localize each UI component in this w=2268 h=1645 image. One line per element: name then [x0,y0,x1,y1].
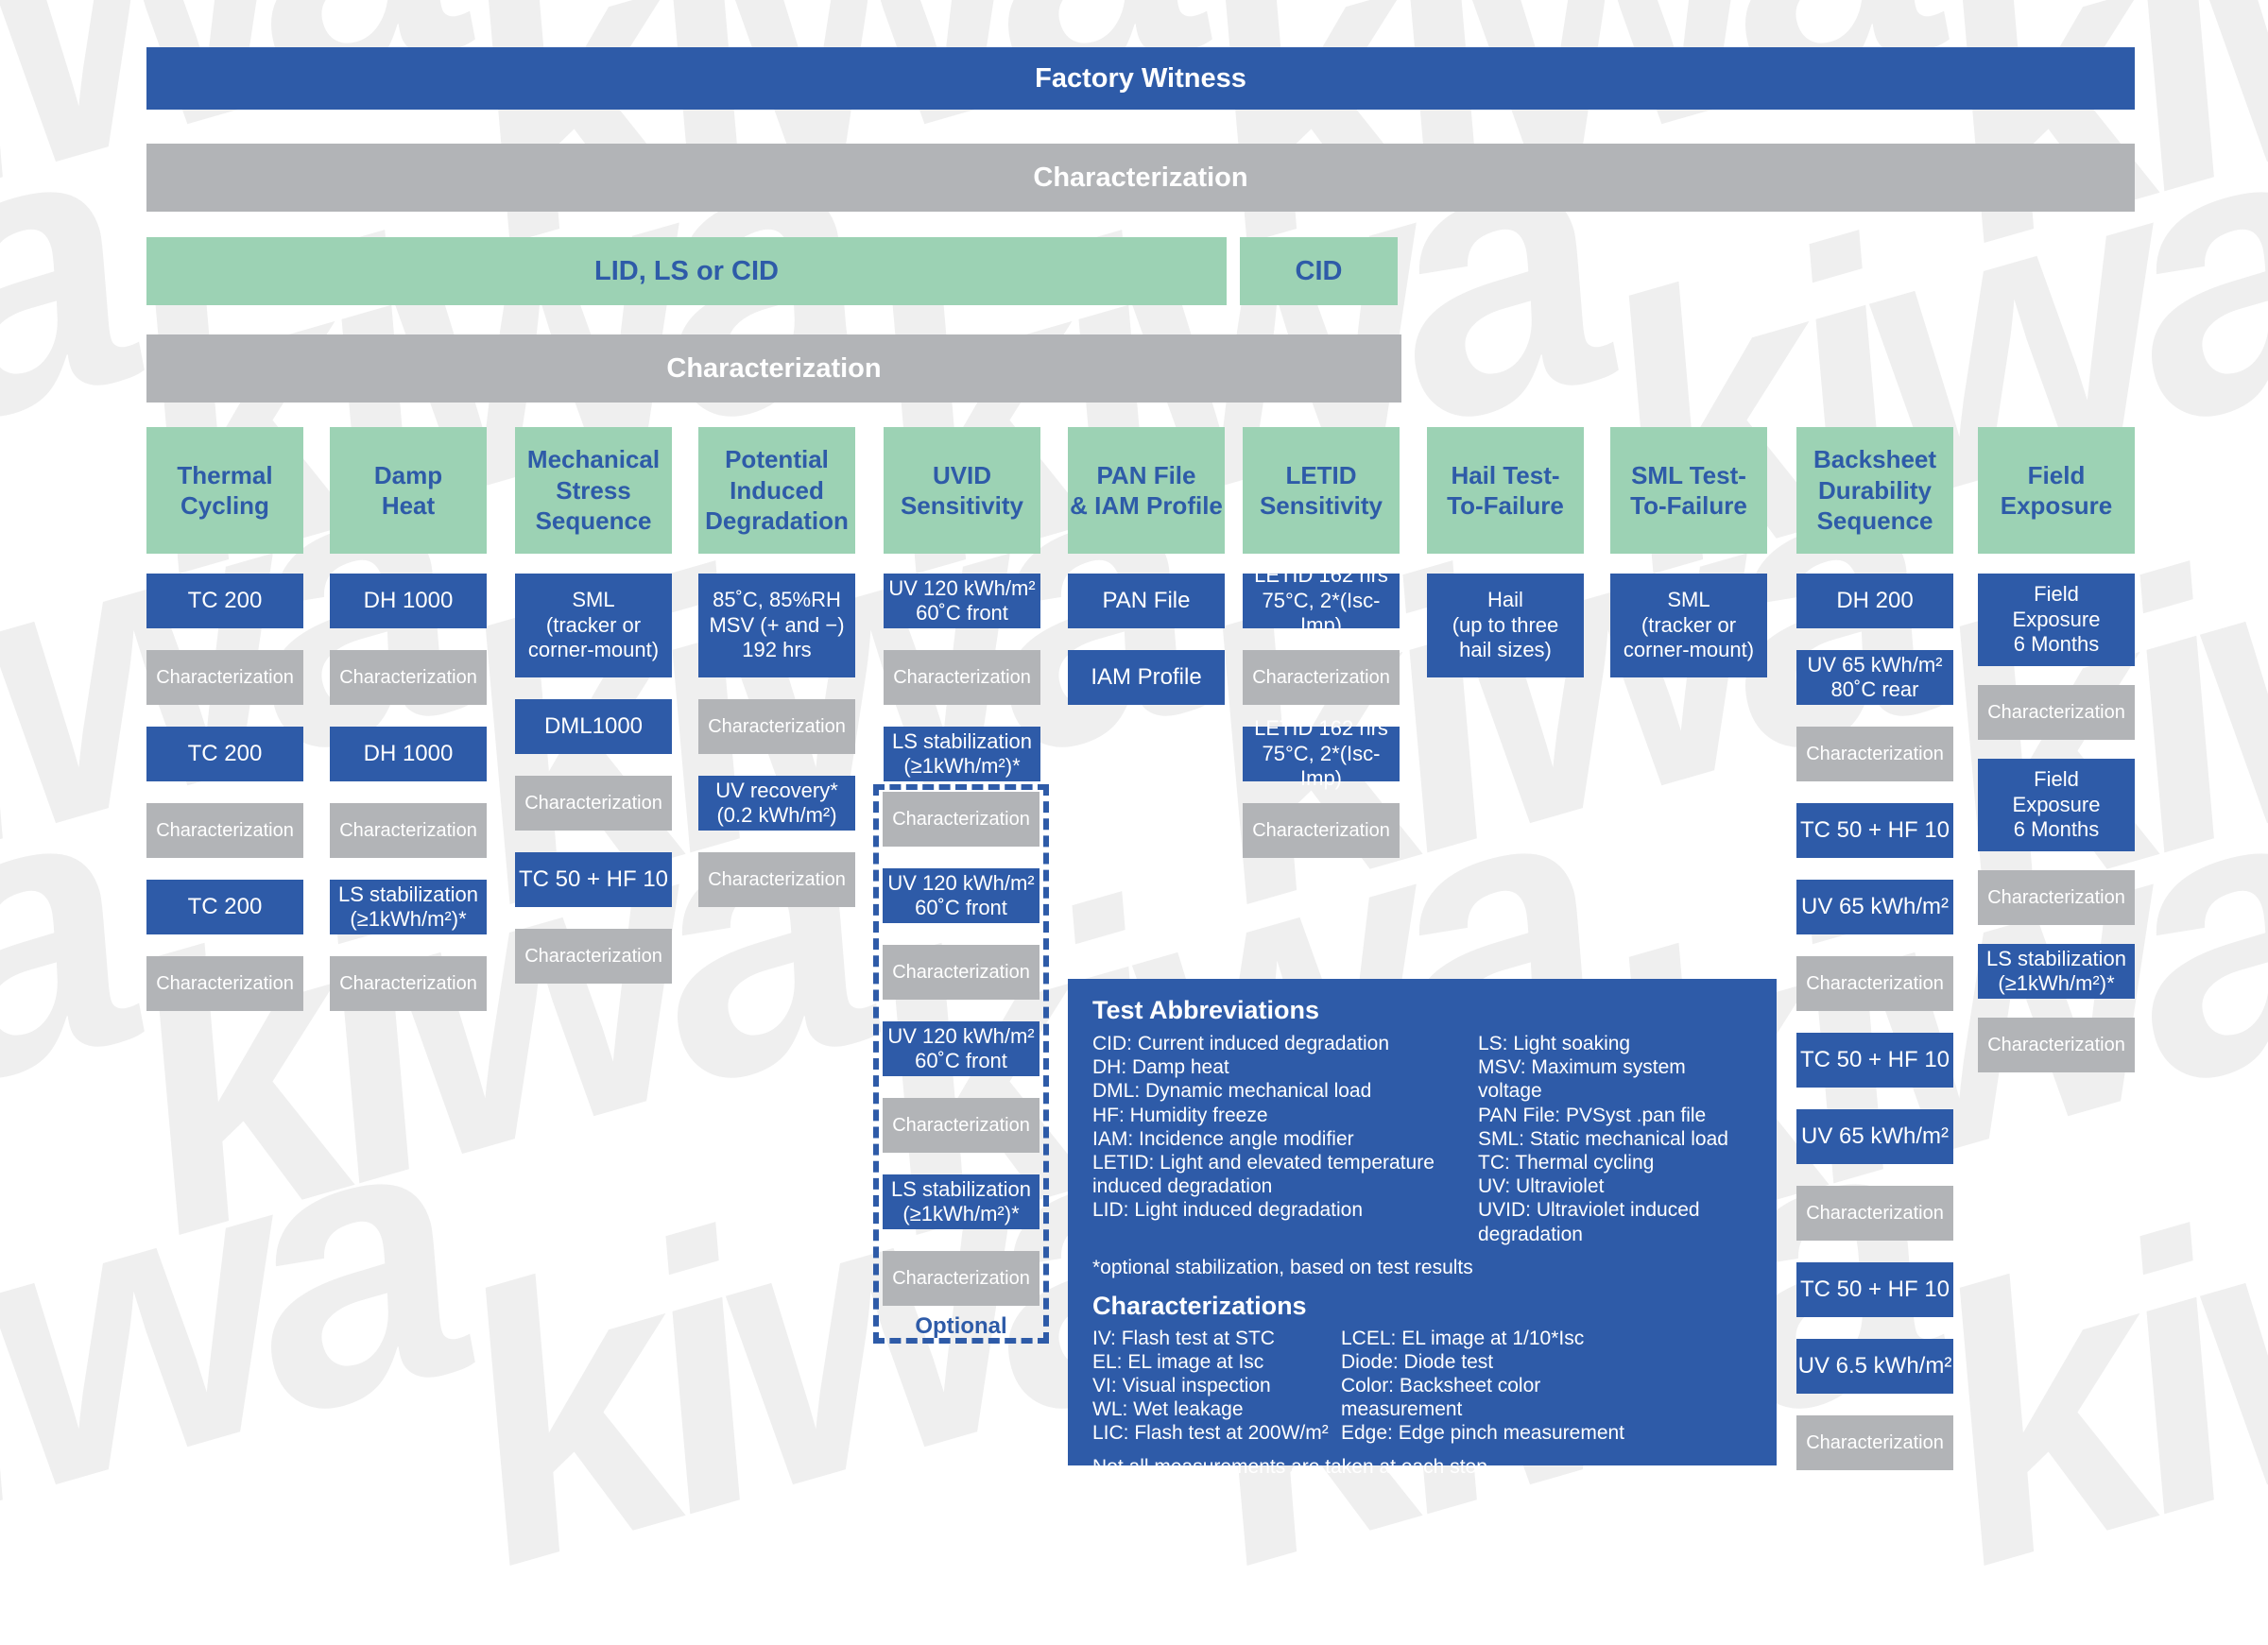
characterizations-left-list: IV: Flash test at STC EL: EL image at Is… [1092,1327,1329,1445]
test-step-box: TC 50 + HF 10 [1796,1033,1953,1088]
legend-footer: Not all measurements are taken at each s… [1092,1455,1487,1478]
factory-witness-bar: Factory Witness [146,47,2135,110]
characterization-box: Characterization [1978,1018,2135,1072]
characterizations-right-list: LCEL: EL image at 1/10*Isc Diode: Diode … [1341,1327,1625,1445]
column-header: PAN File & IAM Profile [1068,427,1225,554]
test-step-box: LS stabilization (≥1kWh/m²)* [883,1174,1040,1229]
column-header: Field Exposure [1978,427,2135,554]
test-step-box: UV 65 kWh/m² [1796,880,1953,934]
column-header: LETID Sensitivity [1243,427,1400,554]
characterization-box: Characterization [1243,650,1400,705]
characterization-box: Characterization [330,956,487,1011]
characterization-bar-full: Characterization [146,144,2135,212]
characterization-box: Characterization [146,956,303,1011]
characterization-box: Characterization [1796,1415,1953,1470]
characterizations-columns: IV: Flash test at STC EL: EL image at Is… [1092,1327,1752,1446]
optional-dashed-box: Characterization UV 120 kWh/m² 60˚C front… [873,784,1049,1344]
lid-ls-cid-bar: LID, LS or CID [146,237,1227,305]
test-step-box: DH 200 [1796,574,1953,628]
characterization-box: Characterization [146,650,303,705]
column-header: Thermal Cycling [146,427,303,554]
test-step-box: DML1000 [515,699,672,754]
characterization-box: Characterization [1978,870,2135,925]
test-step-box: UV 120 kWh/m² 60˚C front [883,868,1040,923]
characterization-box: Characterization [515,929,672,984]
test-step-box: UV 6.5 kWh/m² [1796,1339,1953,1394]
test-step-box: 85˚C, 85%RH MSV (+ and −) 192 hrs [698,574,855,677]
characterization-box: Characterization [883,792,1040,847]
test-step-box: DH 1000 [330,574,487,628]
column-header: SML Test- To-Failure [1610,427,1767,554]
characterization-box: Characterization [1796,727,1953,781]
test-step-box: SML (tracker or corner-mount) [515,574,672,677]
optional-label: Optional [915,1313,1007,1339]
characterization-box: Characterization [1243,803,1400,858]
test-step-box: LS stabilization (≥1kWh/m²)* [1978,944,2135,999]
test-step-box: UV 120 kWh/m² 60˚C front [884,574,1040,628]
column-header: Hail Test- To-Failure [1427,427,1584,554]
cid-box: CID [1240,237,1398,305]
characterization-box: Characterization [330,803,487,858]
column-header: UVID Sensitivity [884,427,1040,554]
test-step-box: DH 1000 [330,727,487,781]
test-step-box: TC 200 [146,880,303,934]
characterizations-title: Characterizations [1092,1291,1307,1320]
test-step-box: UV 65 kWh/m² [1796,1109,1953,1164]
test-step-box: UV 120 kWh/m² 60˚C front [883,1021,1040,1076]
abbr-left-list: CID: Current induced degradation DH: Dam… [1092,1033,1435,1222]
test-step-box: LETID 162 hrs 75°C, 2*(Isc-Imp) [1243,563,1400,637]
test-step-box: IAM Profile [1068,650,1225,705]
abbreviations-columns: CID: Current induced degradation DH: Dam… [1092,1032,1752,1246]
characterization-box: Characterization [1796,1186,1953,1241]
legend-note: *optional stabilization, based on test r… [1092,1256,1473,1278]
test-step-box: TC 50 + HF 10 [515,852,672,907]
test-step-box: TC 50 + HF 10 [1796,803,1953,858]
characterization-box: Characterization [883,1251,1040,1306]
characterization-box: Characterization [1978,685,2135,740]
test-step-box: TC 200 [146,727,303,781]
column-header: Potential Induced Degradation [698,427,855,554]
column-uvid-sensitivity: UVID Sensitivity UV 120 kWh/m² 60˚C front… [884,427,1040,781]
characterization-box: Characterization [883,1098,1040,1153]
column-header: Backsheet Durability Sequence [1796,427,1953,554]
characterization-box: Characterization [698,852,855,907]
test-step-box: LS stabilization (≥1kWh/m²)* [330,880,487,934]
characterization-bar-partial: Characterization [146,334,1401,403]
legend-box: Test Abbreviations CID: Current induced … [1068,979,1777,1478]
test-step-box: Field Exposure 6 Months [1978,759,2135,851]
test-step-box: PAN File [1068,574,1225,628]
legend-title: Test Abbreviations [1092,996,1320,1024]
test-step-box: UV 65 kWh/m² 80˚C rear [1796,650,1953,705]
test-step-box: TC 50 + HF 10 [1796,1262,1953,1317]
characterization-box: Characterization [515,776,672,831]
characterization-box: Characterization [883,945,1040,1000]
column-header: Damp Heat [330,427,487,554]
test-step-box: Field Exposure 6 Months [1978,574,2135,666]
test-step-box: UV recovery* (0.2 kWh/m²) [698,776,855,831]
test-step-box: TC 200 [146,574,303,628]
test-step-box: SML (tracker or corner-mount) [1610,574,1767,677]
test-step-box: Hail (up to three hail sizes) [1427,574,1584,677]
test-step-box: LETID 162 hrs 75°C, 2*(Isc-Imp) [1243,716,1400,790]
characterization-box: Characterization [698,699,855,754]
column-backsheet-durability-sequence: Backsheet Durability Sequence DH 200 UV 65… [1796,427,1953,1470]
column-header: Mechanical Stress Sequence [515,427,672,554]
characterization-box: Characterization [330,650,487,705]
abbr-right-list: LS: Light soaking MSV: Maximum system vo… [1478,1033,1728,1245]
characterization-box: Characterization [146,803,303,858]
test-step-box: LS stabilization (≥1kWh/m²)* [884,727,1040,781]
column-potential-induced-degradation: Potential Induced Degradation 85˚C, 85%RH… [698,427,855,907]
characterization-box: Characterization [1796,956,1953,1011]
characterization-box: Characterization [884,650,1040,705]
